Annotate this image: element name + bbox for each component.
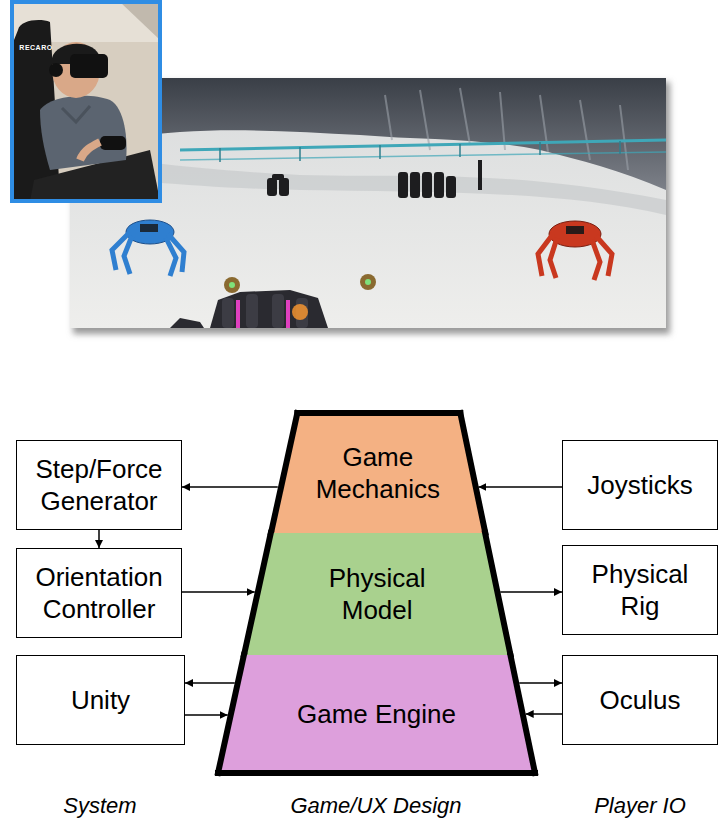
- io-box: Physical Rig: [562, 545, 718, 635]
- arrow-connector: [500, 592, 562, 593]
- connector-line: [182, 486, 278, 488]
- node-text: Physical Model: [302, 562, 452, 627]
- arrow-connector: [478, 487, 562, 488]
- connector-line: [519, 682, 562, 684]
- arrow-connector: [526, 714, 562, 715]
- connector-line: [478, 486, 562, 488]
- node-text: Game Engine: [297, 698, 456, 731]
- column-label: System: [63, 793, 136, 819]
- system-box: Step/Force Generator: [16, 440, 182, 530]
- seat-brand: RECARO: [19, 44, 52, 51]
- arrow-connector: [182, 487, 278, 488]
- connector-line: [98, 530, 100, 548]
- node-text: Unity: [71, 684, 130, 717]
- connector-line: [182, 591, 255, 593]
- io-box: Oculus: [562, 655, 718, 745]
- connector-line: [185, 682, 235, 684]
- connector-line: [526, 713, 562, 715]
- mechanics-band: Game Mechanics: [271, 413, 485, 533]
- model-band: Physical Model: [244, 533, 511, 655]
- arrow-connector: [99, 530, 100, 548]
- arrow-connector: [185, 683, 235, 684]
- column-label: Game/UX Design: [290, 793, 461, 819]
- node-text: Oculus: [600, 684, 681, 717]
- trapezoid-band: [271, 413, 485, 533]
- node-text: Physical Rig: [580, 558, 700, 623]
- arrow-connector: [519, 683, 562, 684]
- connector-line: [185, 714, 228, 716]
- node-text: Step/Force Generator: [24, 453, 174, 518]
- connector-line: [500, 591, 562, 593]
- node-text: Orientation Controller: [24, 561, 174, 626]
- engine-band: Game Engine: [218, 655, 535, 773]
- column-label: Player IO: [594, 793, 686, 819]
- io-box: Joysticks: [562, 440, 718, 530]
- system-box: Orientation Controller: [16, 548, 182, 638]
- arrow-connector: [182, 592, 255, 593]
- player-photo: [12, 2, 160, 201]
- node-text: Game Mechanics: [303, 441, 453, 506]
- trapezoid-band: [244, 533, 511, 655]
- node-text: Joysticks: [587, 469, 692, 502]
- system-box: Unity: [16, 655, 185, 745]
- arrow-connector: [185, 715, 228, 716]
